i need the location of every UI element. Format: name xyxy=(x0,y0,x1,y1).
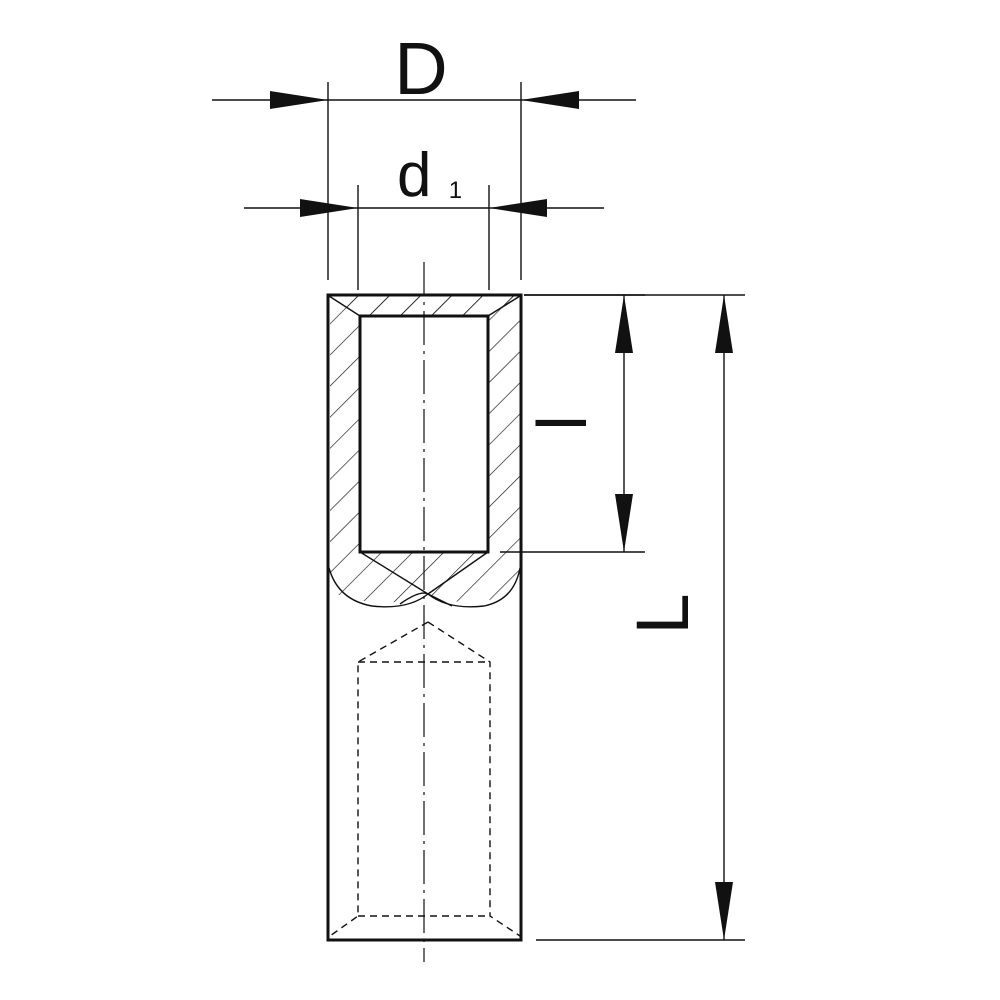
dimension-bore-depth: l xyxy=(500,294,645,553)
dimension-outer-diameter: D xyxy=(212,27,636,280)
label-D: D xyxy=(394,27,447,110)
label-d1: d 1 xyxy=(397,141,462,210)
dimension-bore-diameter: d 1 xyxy=(244,141,604,290)
label-d1-main: d xyxy=(397,141,431,210)
label-l: l xyxy=(523,415,601,431)
label-d1-subscript: 1 xyxy=(449,177,462,204)
hidden-lower-bore xyxy=(329,621,521,937)
label-L: L xyxy=(621,593,704,634)
section-hatching xyxy=(330,296,520,603)
dimension-total-length: L xyxy=(524,294,745,941)
